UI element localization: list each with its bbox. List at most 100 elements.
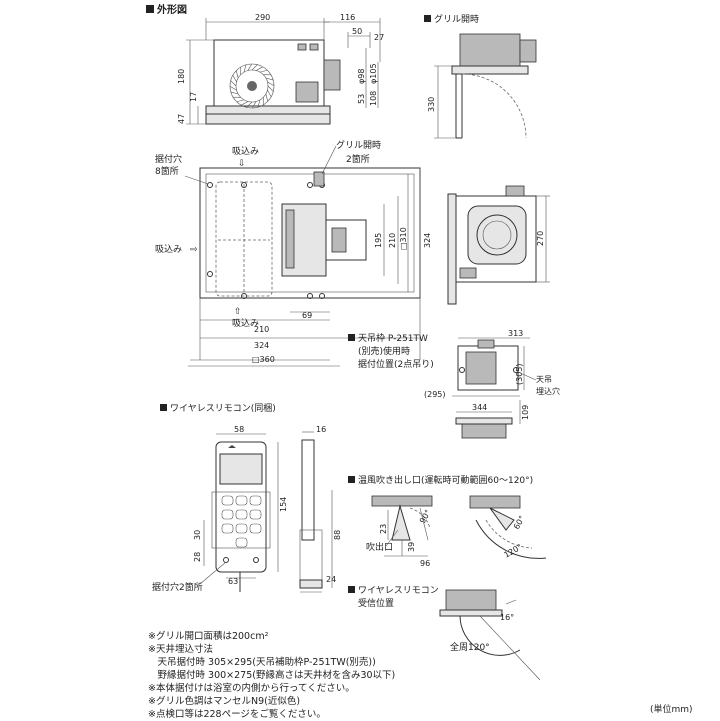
label-outlet: 吹出口	[366, 541, 393, 553]
fan-blade	[233, 75, 237, 82]
remote-button	[250, 524, 261, 533]
label-two-places: 2箇所	[346, 153, 370, 165]
note-line: 天吊据付時 305×295(天吊補助枠P-251TW(別売))	[148, 656, 395, 669]
grill-hinge	[314, 172, 324, 186]
remote-button	[250, 510, 261, 519]
dim-344: 344	[472, 403, 487, 412]
dim-47: 47	[177, 114, 186, 124]
heading-receiver-2: 受信位置	[358, 597, 394, 609]
fan-blade	[267, 90, 271, 97]
heading-receiver-1: ワイヤレスリモコン	[358, 586, 439, 596]
dim-deg90: 90°	[418, 508, 433, 525]
remote-front	[212, 442, 270, 592]
fan-blade	[237, 100, 244, 102]
note-line: ※点検口等は228ページをご覧ください。	[148, 708, 395, 721]
fan-blade	[266, 94, 268, 101]
label-grill-open-tag: グリル開時	[336, 139, 381, 151]
label-intake-left: 吸込み	[155, 244, 182, 255]
arrow-intake-left-icon: ⇨	[190, 245, 198, 255]
dim-50: 50	[352, 27, 362, 36]
fan-hub	[247, 81, 257, 91]
fan-blade	[230, 86, 237, 90]
dim-r30: 30	[193, 530, 202, 540]
dim-108: 108	[369, 91, 378, 106]
remote-button	[222, 524, 233, 533]
motor-box	[296, 82, 318, 102]
grill-open-view	[452, 34, 536, 138]
remote-button	[236, 538, 247, 547]
dim-a39: 39	[407, 542, 416, 552]
label-ceiling-hole-2: 埋込穴	[536, 386, 560, 396]
dim-27: 27	[374, 33, 384, 42]
label-intake-top: 吸込み	[232, 146, 259, 157]
dim-a96: 96	[420, 559, 430, 568]
remote-button	[236, 524, 247, 533]
dim-phi98: φ98	[357, 69, 366, 84]
remote-button	[250, 496, 261, 505]
note-line: ※グリル色調はマンセルN9(近似色)	[148, 695, 395, 708]
dim-360: □360	[252, 355, 275, 364]
fan-blade	[241, 101, 248, 105]
duct-stub	[324, 60, 340, 90]
heading-square-icon	[348, 586, 355, 593]
grill-open-body	[460, 34, 520, 66]
remote-button	[222, 510, 233, 519]
heading-outline: 外形図	[156, 3, 187, 16]
heading-square-icon	[348, 334, 355, 341]
label-unit: (単位mm)	[650, 703, 693, 715]
label-receiver-range: 全周120°	[450, 641, 490, 653]
side-view	[448, 186, 536, 304]
dim-r28: 28	[193, 552, 202, 562]
label-ceiling-hole-1: 天吊	[536, 375, 552, 384]
heading-square-icon	[146, 5, 154, 13]
label-mount-holes: 据付穴	[155, 153, 182, 165]
heading-remote: ワイヤレスリモコン(同梱)	[170, 402, 276, 414]
dim-290: 290	[255, 13, 270, 22]
dim-r16: 16	[316, 425, 326, 434]
note-line: ※グリル開口面積は200cm²	[148, 630, 395, 643]
note-line: ※天井埋込寸法	[148, 643, 395, 656]
dim-r154: 154	[279, 497, 288, 512]
remote-screen	[220, 454, 262, 484]
heading-ceiling-frame-2: (別売)使用時	[358, 345, 410, 357]
heading-square-icon	[348, 476, 355, 483]
front-view-flange	[206, 106, 330, 114]
heading-grill-open: グリル開時	[434, 13, 479, 25]
label-remote-mount-holes: 据付穴2箇所	[152, 581, 203, 593]
remote-button	[222, 496, 233, 505]
dim-109: 109	[521, 405, 530, 420]
dim-deg60: 60°	[512, 514, 527, 531]
ceiling-frame-side	[456, 418, 512, 438]
dim-r88: 88	[333, 530, 342, 540]
remote-button	[236, 510, 247, 519]
fan-blade	[260, 70, 267, 72]
front-view-grill	[206, 114, 330, 124]
remote-side	[300, 440, 322, 588]
dim-295: (295)	[424, 390, 446, 399]
dim-324h: 324	[254, 341, 269, 350]
notes-block: ※グリル開口面積は200cm² ※天井埋込寸法 天吊据付時 305×295(天吊…	[148, 630, 395, 721]
fan-blade	[256, 67, 263, 71]
dim-210v: 210	[388, 233, 397, 248]
arrow-intake-top-icon: ⇩	[238, 159, 246, 169]
fan-blade	[236, 71, 238, 78]
heading-square-icon	[424, 15, 431, 22]
label-mount-holes-count: 8箇所	[155, 165, 179, 177]
receiver-detail	[440, 590, 540, 680]
dim-17: 17	[189, 92, 198, 102]
heading-ceiling-frame-3: 据付位置(2点吊り)	[358, 358, 434, 370]
heading-square-icon	[160, 404, 167, 411]
dim-270: 270	[536, 231, 545, 246]
heading-warm-air: 温風吹き出し口(運転時可動範囲60～120°)	[358, 474, 533, 486]
note-line: 野縁据付時 300×275(野縁高さは天井材を含み30以下)	[148, 669, 395, 682]
dim-195: 195	[374, 233, 383, 248]
dim-210h: 210	[254, 325, 269, 334]
dim-r58: 58	[234, 425, 244, 434]
dim-116: 116	[340, 13, 355, 22]
fan-blade	[248, 64, 252, 71]
dim-324v: 324	[423, 233, 432, 248]
fan-blade	[252, 65, 257, 70]
dim-r63: 63	[228, 577, 238, 586]
fan-blade	[268, 86, 273, 91]
fan-blade	[267, 82, 274, 86]
